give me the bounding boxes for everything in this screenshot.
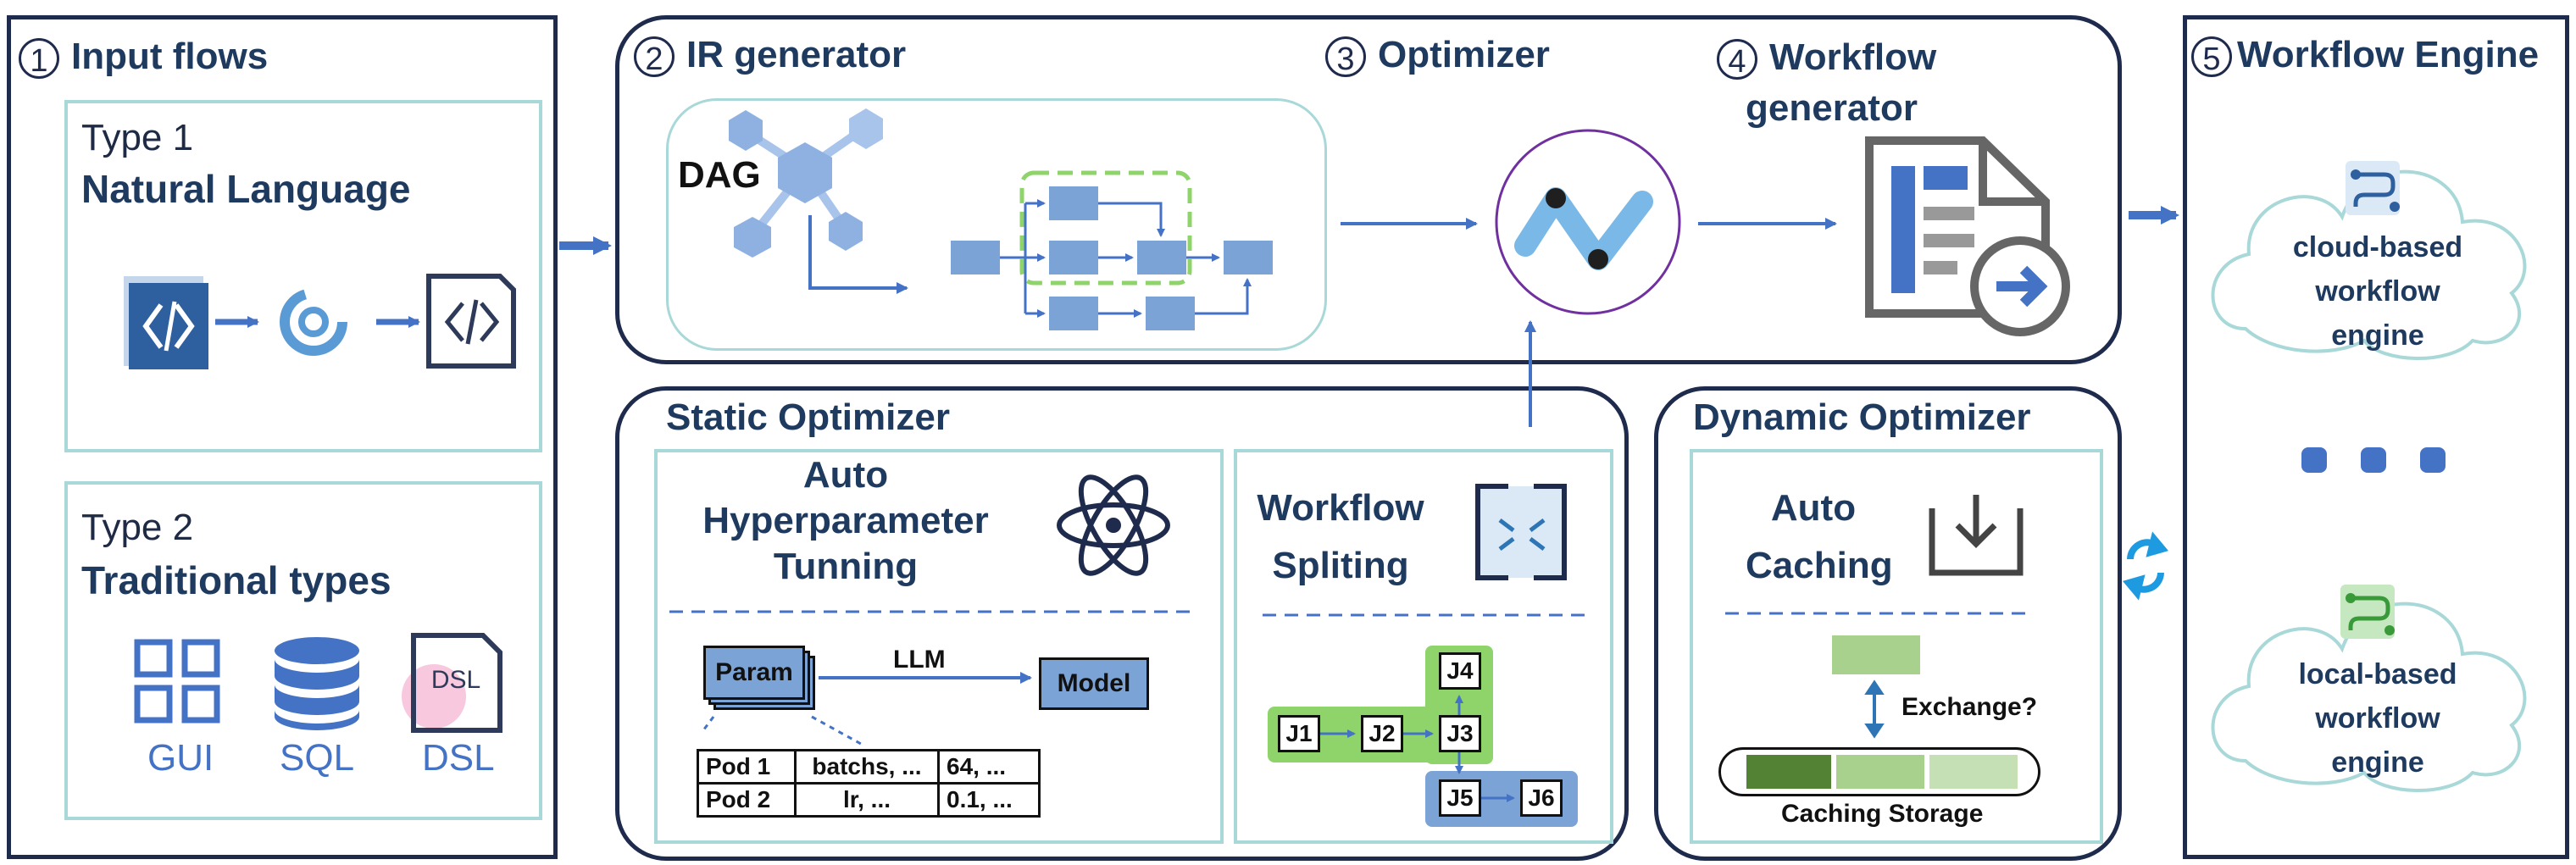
type2-label: Type 2	[81, 507, 194, 548]
cache-item	[1832, 635, 1920, 674]
step-number-2: 2	[634, 36, 675, 78]
param-box: Param	[703, 646, 805, 700]
sql-label: SQL	[280, 737, 355, 779]
auto-caching-title: Auto Caching	[1746, 487, 1893, 586]
ellipsis-dot	[2301, 447, 2327, 473]
step-number-3: 3	[1325, 36, 1366, 78]
job-j1: J1	[1278, 715, 1320, 752]
dag-label: DAG	[678, 154, 761, 196]
gui-label: GUI	[147, 737, 214, 779]
type1-name: Natural Language	[81, 167, 411, 211]
job-j4: J4	[1439, 652, 1481, 690]
storage-slot-3	[1929, 755, 2018, 789]
workflow-splitting-title: Workflow Spliting	[1257, 487, 1424, 586]
ellipsis-dot	[2361, 447, 2386, 473]
job-j5: J5	[1439, 779, 1481, 817]
storage-slot-1	[1746, 755, 1831, 789]
ir-graph-box	[666, 98, 1327, 351]
llm-label: LLM	[893, 646, 946, 674]
table-cell: lr, ...	[794, 782, 940, 818]
auto-hp-title: Auto Hyperparameter Tunning	[702, 454, 989, 587]
table-cell: Pod 2	[697, 782, 797, 818]
model-box: Model	[1039, 657, 1149, 710]
cloud-engine-label-front: cloud-based workflow engine	[2292, 231, 2463, 352]
caching-storage-bar	[1718, 747, 2040, 796]
dsl-label: DSL	[422, 737, 495, 779]
table-row: Pod 1 batchs, ... 64, ...	[697, 749, 1041, 785]
local-engine-label-front: local-based workflow engine	[2298, 658, 2457, 779]
ellipsis-dot	[2420, 447, 2446, 473]
table-row: Pod 2 lr, ... 0.1, ...	[697, 782, 1041, 818]
static-optimizer-title: Static Optimizer	[666, 396, 950, 438]
caching-storage-label: Caching Storage	[1781, 800, 1984, 828]
exchange-label: Exchange?	[1901, 693, 2038, 721]
sync-arrows-icon	[2122, 531, 2169, 601]
job-j2: J2	[1361, 715, 1403, 752]
job-j6: J6	[1520, 779, 1563, 817]
pod-table: Pod 1 batchs, ... 64, ... Pod 2 lr, ... …	[697, 749, 1041, 818]
type1-label: Type 1	[81, 117, 194, 158]
step-number-4: 4	[1717, 39, 1757, 80]
step-number-5: 5	[2191, 36, 2232, 78]
step-number-1: 1	[19, 38, 59, 80]
storage-slot-2	[1836, 755, 1924, 789]
table-cell: batchs, ...	[794, 749, 940, 785]
table-cell: 0.1, ...	[937, 782, 1041, 818]
job-j3: J3	[1439, 715, 1481, 752]
table-cell: 64, ...	[937, 749, 1041, 785]
type2-name: Traditional types	[81, 558, 391, 602]
table-cell: Pod 1	[697, 749, 797, 785]
dynamic-optimizer-title: Dynamic Optimizer	[1693, 396, 2031, 438]
